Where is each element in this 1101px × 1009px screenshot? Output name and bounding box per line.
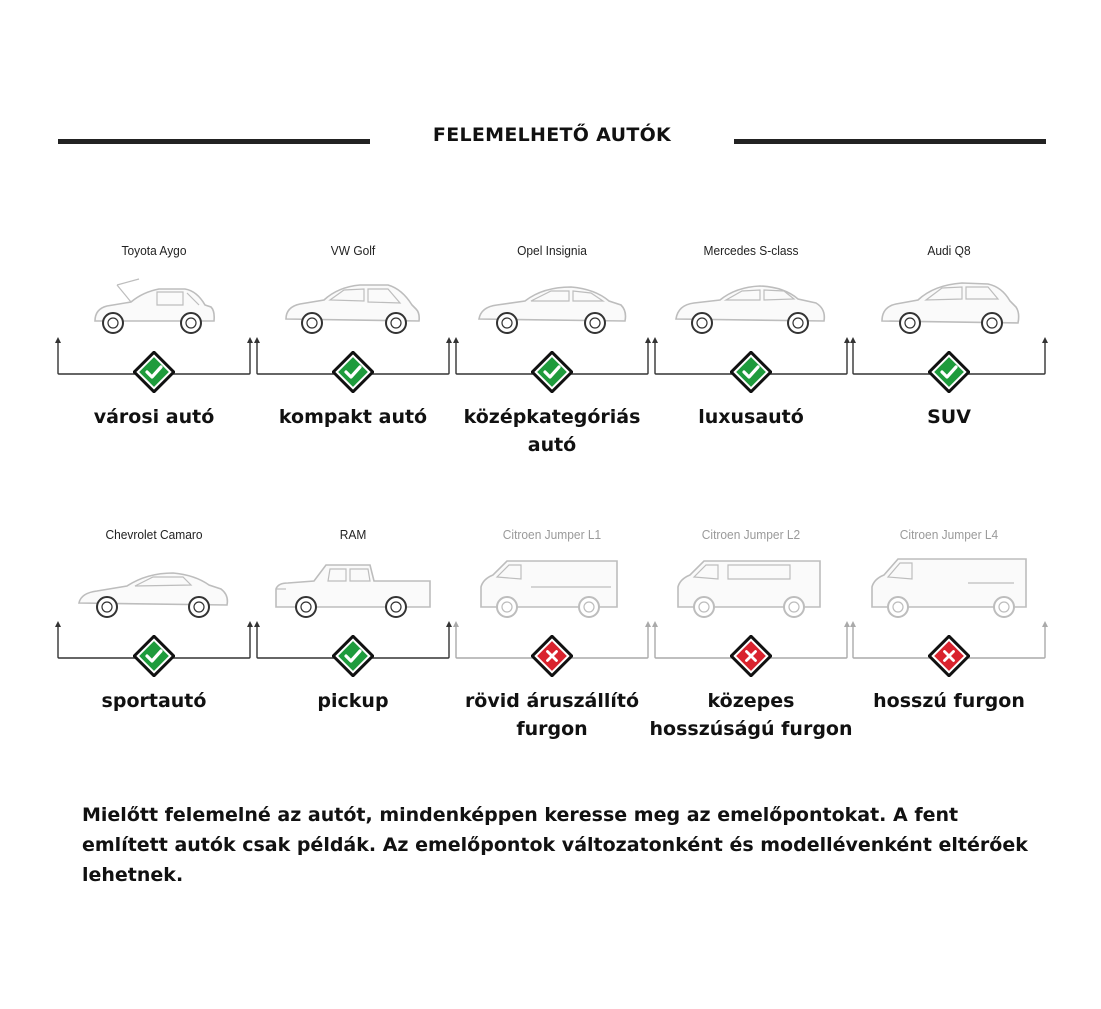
vehicle-category: kompakt autó <box>278 406 428 428</box>
vehicle-cell-6: Chevrolet Camaro .body{fill:#f4f4f4;stro… <box>55 527 253 757</box>
vehicle-category: sportautó <box>101 690 207 712</box>
vehicle-category: közepes hosszúságú furgon <box>649 690 853 740</box>
liftable-check-icon <box>928 351 970 393</box>
vehicle-cell-8: Citroen Jumper L1 .body{fill:#fafafa;str… <box>453 527 651 757</box>
vehicle-cell-5: Audi Q8 .body{fill:#f4f4f4;stroke:#333;s… <box>850 243 1048 473</box>
medium-van-icon: .body{fill:#fafafa;stroke:#bdbdbd;stroke… <box>677 560 821 618</box>
hatchback-icon: .body{fill:#f4f4f4;stroke:#333;stroke-wi… <box>285 284 420 334</box>
vehicle-cell-1: Toyota Aygo .body{fill:#f4f4f4;stroke:#3… <box>55 243 253 473</box>
lifting-point-note: Mielőtt felemelné az autót, mindenképpen… <box>82 804 1028 886</box>
pickup-truck-icon: .body{fill:#f4f4f4;stroke:#333;stroke-wi… <box>275 564 431 618</box>
liftable-check-icon <box>332 635 374 677</box>
liftable-check-icon <box>332 351 374 393</box>
vehicle-model-name: Opel Insignia <box>517 243 587 258</box>
vehicle-cell-9: Citroen Jumper L2 .body{fill:#fafafa;str… <box>650 527 853 757</box>
vehicle-model-name: RAM <box>339 527 367 542</box>
liftable-check-icon <box>133 635 175 677</box>
short-van-icon: .body{fill:#fafafa;stroke:#bdbdbd;stroke… <box>480 560 618 618</box>
vehicle-model-name: Audi Q8 <box>927 243 971 258</box>
coupe-icon: .body{fill:#f4f4f4;stroke:#333;stroke-wi… <box>78 572 229 618</box>
suv-icon: .body{fill:#f4f4f4;stroke:#333;stroke-wi… <box>881 282 1020 334</box>
hatchback-hood-open-icon: .body{fill:#f4f4f4;stroke:#333;stroke-wi… <box>94 278 215 334</box>
vehicle-category: SUV <box>927 406 971 428</box>
vehicle-model-name: Citroen Jumper L2 <box>701 527 801 542</box>
not-liftable-x-icon <box>928 635 970 677</box>
vehicle-cell-2: VW Golf .body{fill:#f4f4f4;stroke:#333;s… <box>254 243 452 473</box>
vehicle-row-1: Toyota Aygo .body{fill:#f4f4f4;stroke:#3… <box>0 243 1101 473</box>
vehicle-category: pickup <box>317 690 389 712</box>
page-title: FELEMELHETŐ AUTÓK <box>432 124 672 146</box>
vehicle-model-name: Citroen Jumper L4 <box>899 527 999 542</box>
vehicle-category: hosszú furgon <box>873 690 1025 712</box>
vehicle-model-name: Mercedes S-class <box>703 243 799 258</box>
vehicle-category: városi autó <box>93 406 215 428</box>
liftable-check-icon <box>730 351 772 393</box>
vehicle-model-name: Chevrolet Camaro <box>105 527 203 542</box>
title-divider-left <box>58 139 370 144</box>
vehicle-row-2: Chevrolet Camaro .body{fill:#f4f4f4;stro… <box>0 527 1101 757</box>
title-divider-right <box>734 139 1046 144</box>
vehicle-cell-10: Citroen Jumper L4 .body{fill:#fafafa;str… <box>850 527 1048 757</box>
vehicle-cell-7: RAM .body{fill:#f4f4f4;stroke:#333;strok… <box>254 527 452 757</box>
vehicle-cell-3: Opel Insignia .body{fill:#f4f4f4;stroke:… <box>453 243 651 473</box>
vehicle-category: rövid áruszállító furgon <box>464 690 640 740</box>
long-van-icon: .body{fill:#fafafa;stroke:#bdbdbd;stroke… <box>871 558 1027 618</box>
liftable-check-icon <box>531 351 573 393</box>
vehicle-cell-4: Mercedes S-class .body{fill:#f4f4f4;stro… <box>652 243 850 473</box>
vehicle-model-name: Toyota Aygo <box>121 243 187 258</box>
sedan-icon: .body{fill:#f4f4f4;stroke:#333;stroke-wi… <box>675 285 826 334</box>
vehicle-model-name: Citroen Jumper L1 <box>502 527 602 542</box>
not-liftable-x-icon <box>531 635 573 677</box>
vehicle-category: luxusautó <box>698 406 804 428</box>
not-liftable-x-icon <box>730 635 772 677</box>
liftable-check-icon <box>133 351 175 393</box>
vehicle-category: középkategóriás autó <box>463 406 641 456</box>
vehicle-model-name: VW Golf <box>330 243 376 258</box>
fastback-sedan-icon: .body{fill:#f4f4f4;stroke:#333;stroke-wi… <box>478 286 627 334</box>
